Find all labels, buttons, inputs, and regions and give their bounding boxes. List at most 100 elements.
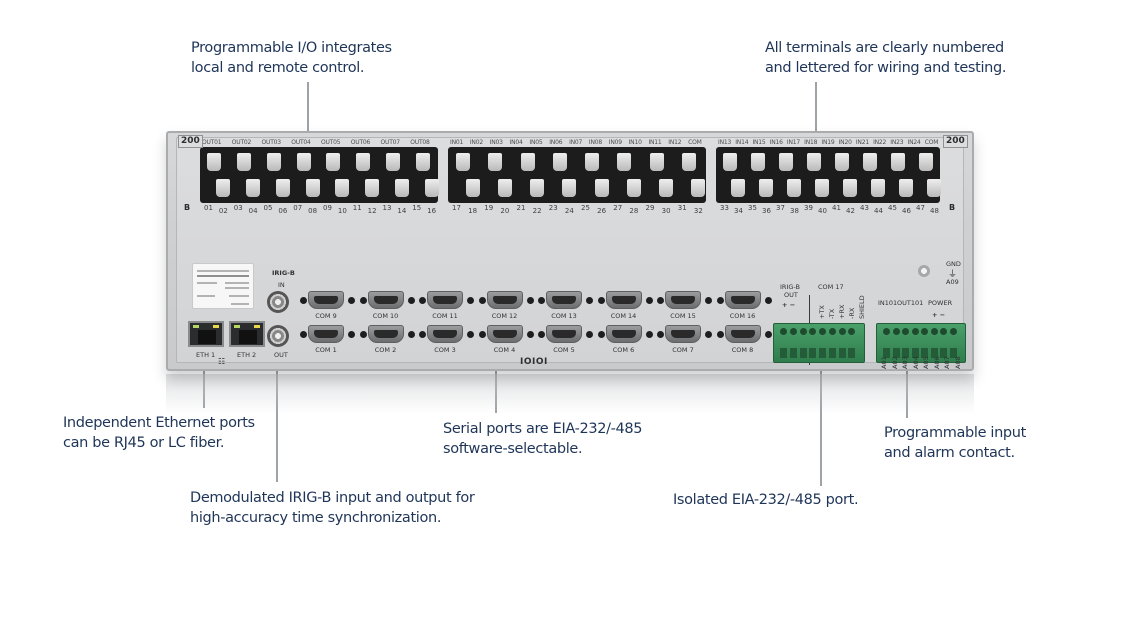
terminal-top-label: IN07 [569, 139, 583, 146]
serial-port-db9[interactable] [367, 325, 404, 343]
serial-port-db9[interactable] [724, 325, 761, 343]
terminal-number: 43 [860, 204, 869, 212]
serial-port-db9[interactable] [546, 325, 582, 343]
terminal-hole[interactable] [892, 328, 900, 335]
terminal-screw-bottom[interactable] [216, 179, 231, 197]
eth1-port[interactable] [188, 321, 224, 347]
terminal-number: 06 [278, 207, 288, 215]
terminal-hole[interactable] [883, 328, 890, 335]
serial-port-db9[interactable] [665, 325, 701, 343]
terminal-screw-bottom[interactable] [731, 179, 746, 197]
terminal-hole[interactable] [819, 328, 826, 335]
terminal-screw-bottom[interactable] [497, 179, 512, 197]
terminal-number: 42 [846, 207, 855, 215]
terminal-screw-bottom[interactable] [530, 179, 545, 197]
terminal-screw-top[interactable] [723, 153, 737, 171]
eth2-port[interactable] [229, 321, 265, 347]
terminal-screw-top[interactable] [779, 153, 793, 171]
terminal-screw-bottom[interactable] [626, 179, 641, 197]
terminal-screw-bottom[interactable] [871, 179, 886, 197]
terminal-hole[interactable] [921, 328, 928, 335]
terminal-screw-bottom[interactable] [305, 179, 320, 197]
terminal-hole[interactable] [838, 328, 846, 335]
serial-port-db9[interactable] [605, 291, 642, 309]
terminal-screw-top[interactable] [237, 153, 252, 171]
terminal-screw-bottom[interactable] [594, 179, 609, 197]
terminal-screw-bottom[interactable] [424, 179, 439, 197]
port-screw [538, 297, 545, 304]
terminal-screw-top[interactable] [356, 153, 371, 171]
terminal-hole[interactable] [828, 328, 836, 335]
serial-port-db9[interactable] [724, 291, 761, 309]
serial-port-db9[interactable] [486, 325, 523, 343]
terminal-hole[interactable] [799, 328, 807, 335]
terminal-screw-bottom[interactable] [246, 179, 261, 197]
terminal-screw-bottom[interactable] [465, 179, 480, 197]
terminal-screw-top[interactable] [585, 153, 600, 171]
callout-line-2: high-accuracy time synchronization. [190, 510, 442, 526]
terminal-screw-bottom[interactable] [691, 179, 706, 197]
terminal-screw-top[interactable] [456, 153, 471, 171]
terminal-top-label: IN10 [628, 139, 642, 146]
io-power-terminal-block[interactable] [876, 323, 966, 363]
terminal-screw-top[interactable] [326, 153, 341, 171]
serial-port-db9[interactable] [308, 325, 344, 343]
terminal-screw-top[interactable] [385, 153, 400, 171]
serial-port-db9[interactable] [308, 291, 344, 309]
terminal-screw-bottom[interactable] [335, 179, 350, 197]
terminal-screw-top[interactable] [891, 153, 905, 171]
terminal-hole[interactable] [902, 328, 909, 335]
terminal-screw-top[interactable] [552, 153, 567, 171]
terminal-screw-bottom[interactable] [843, 179, 858, 197]
terminal-screw-top[interactable] [415, 153, 430, 171]
terminal-block-outputs[interactable] [200, 147, 439, 203]
terminal-screw-top[interactable] [520, 153, 535, 171]
terminal-screw-top[interactable] [488, 153, 503, 171]
irig-b-in-bnc-connector[interactable] [267, 291, 289, 313]
terminal-hole[interactable] [930, 328, 938, 335]
terminal-screw-bottom[interactable] [394, 179, 409, 197]
terminal-screw-bottom[interactable] [787, 179, 802, 197]
terminal-screw-top[interactable] [207, 153, 222, 171]
terminal-screw-top[interactable] [863, 153, 877, 171]
terminal-screw-bottom[interactable] [659, 179, 674, 197]
terminal-screw-top[interactable] [919, 153, 933, 171]
terminal-hole[interactable] [940, 328, 947, 335]
terminal-hole[interactable] [789, 328, 797, 335]
terminal-screw-top[interactable] [681, 153, 696, 171]
terminal-screw-bottom[interactable] [365, 179, 380, 197]
terminal-screw-top[interactable] [296, 153, 311, 171]
irig-b-out-sub-label: OUT [784, 291, 798, 299]
terminal-screw-bottom[interactable] [899, 179, 914, 197]
terminal-screw-bottom[interactable] [562, 179, 577, 197]
terminal-hole[interactable] [911, 328, 919, 335]
serial-port-db9[interactable] [546, 291, 582, 309]
com17-terminal-block[interactable] [773, 323, 865, 363]
terminal-top-label: IN20 [838, 139, 852, 146]
terminal-screw-top[interactable] [807, 153, 821, 171]
terminal-screw-bottom[interactable] [815, 179, 830, 197]
serial-port-db9[interactable] [427, 291, 463, 309]
serial-port-db9[interactable] [367, 291, 404, 309]
serial-port-db9[interactable] [605, 325, 642, 343]
terminal-hole[interactable] [949, 328, 957, 335]
terminal-top-label: IN21 [855, 139, 869, 146]
terminal-screw-top[interactable] [617, 153, 632, 171]
serial-port-db9[interactable] [427, 325, 463, 343]
irig-b-out-bnc-connector[interactable] [267, 325, 289, 347]
terminal-screw-top[interactable] [266, 153, 281, 171]
serial-port-db9[interactable] [486, 291, 523, 309]
serial-port-db9[interactable] [665, 291, 701, 309]
terminal-block-inputs-2[interactable] [716, 147, 942, 203]
terminal-block-inputs-1[interactable] [448, 147, 706, 203]
terminal-hole[interactable] [809, 328, 817, 335]
terminal-screw-bottom[interactable] [927, 179, 942, 197]
terminal-hole[interactable] [780, 328, 787, 335]
callout-irig: Demodulated IRIG-B input and output for … [190, 488, 475, 528]
terminal-screw-top[interactable] [649, 153, 664, 171]
terminal-screw-top[interactable] [751, 153, 765, 171]
terminal-hole[interactable] [848, 328, 856, 335]
terminal-screw-bottom[interactable] [275, 179, 290, 197]
terminal-screw-top[interactable] [835, 153, 849, 171]
terminal-screw-bottom[interactable] [759, 179, 774, 197]
